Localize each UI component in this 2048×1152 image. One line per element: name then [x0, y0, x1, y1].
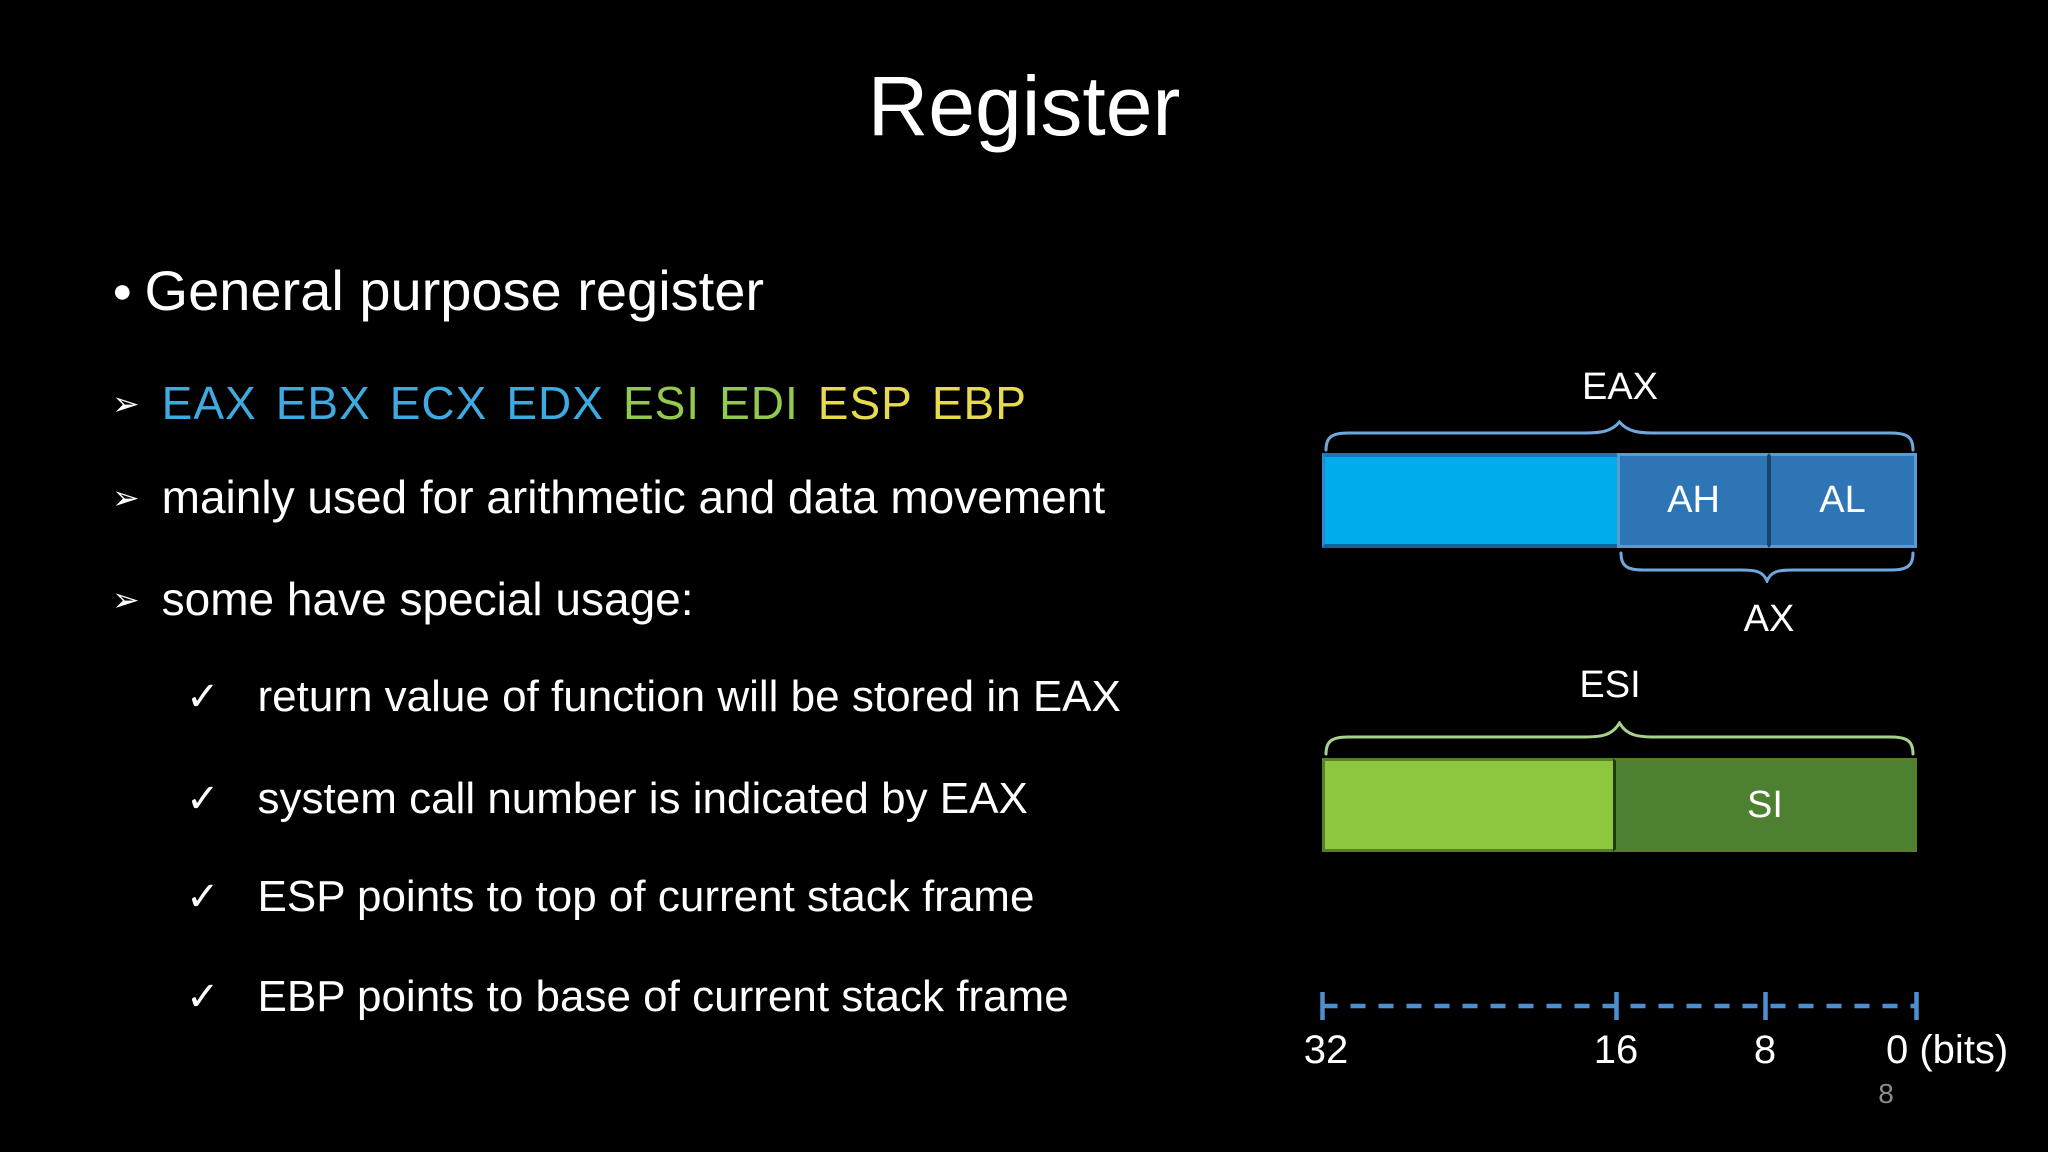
register-names-row: ➢ EAX EBX ECX EDX ESI EDI ESP EBP: [112, 376, 1027, 430]
register-name-edi: EDI: [719, 377, 799, 429]
checkmark-icon: ✓: [186, 675, 220, 719]
arrow-bullet-icon: ➢: [112, 478, 140, 516]
check-item-syscall-number: ✓ system call number is indicated by EAX: [186, 774, 1028, 824]
ax-brace-icon: [1619, 551, 1915, 583]
ah-segment: AH: [1617, 453, 1769, 548]
ah-label: AH: [1667, 479, 1720, 521]
register-name-esp: ESP: [817, 377, 913, 429]
register-name-ebx: EBX: [275, 377, 371, 429]
check-text: return value of function will be stored …: [257, 672, 1121, 721]
arrow-bullet-icon: ➢: [112, 384, 140, 422]
arrow-bullet-icon: ➢: [112, 580, 140, 618]
esi-high-word-segment: [1322, 758, 1613, 852]
esi-brace-icon: [1324, 721, 1915, 756]
checkmark-icon: ✓: [186, 975, 220, 1019]
register-name-ebp: EBP: [931, 377, 1027, 429]
check-item-esp-top: ✓ ESP points to top of current stack fra…: [186, 872, 1034, 922]
check-text: EBP points to base of current stack fram…: [257, 972, 1069, 1021]
checkmark-icon: ✓: [186, 875, 220, 919]
bullet-mainly-used: ➢ mainly used for arithmetic and data mo…: [112, 470, 1105, 524]
bullet-text: some have special usage:: [161, 573, 694, 625]
bullet-text: mainly used for arithmetic and data move…: [161, 471, 1106, 523]
check-item-return-value: ✓ return value of function will be store…: [186, 672, 1121, 722]
register-name-eax: EAX: [161, 377, 257, 429]
si-label: SI: [1747, 783, 1783, 826]
check-text: ESP points to top of current stack frame: [257, 872, 1035, 921]
eax-register-label: EAX: [1581, 366, 1659, 408]
eax-brace-icon: [1324, 420, 1915, 452]
ruler-tick-label-0-bits: 0 (bits): [1886, 1028, 2009, 1072]
bit-ruler: [1320, 992, 1919, 1020]
bullet-dot-icon: ●: [112, 271, 133, 310]
ruler-tick-label-8: 8: [1753, 1028, 1777, 1072]
register-name-ecx: ECX: [389, 377, 488, 429]
check-item-ebp-base: ✓ EBP points to base of current stack fr…: [186, 972, 1069, 1022]
eax-register-bar: AH AL: [1322, 453, 1917, 548]
register-name-esi: ESI: [622, 377, 701, 429]
bullet-special-usage: ➢ some have special usage:: [112, 572, 694, 626]
esi-register-bar: SI: [1322, 758, 1917, 852]
esi-register-label: ESI: [1579, 664, 1641, 706]
register-name-edx: EDX: [506, 377, 604, 429]
page-number: 8: [1878, 1078, 1894, 1109]
ruler-tick-label-16: 16: [1593, 1028, 1639, 1072]
slide-title: Register: [867, 59, 1181, 153]
checkmark-icon: ✓: [186, 777, 220, 821]
heading-general-purpose-register: ● General purpose register: [112, 258, 764, 323]
check-text: system call number is indicated by EAX: [257, 774, 1028, 823]
heading-text: General purpose register: [144, 259, 764, 322]
ax-register-label: AX: [1743, 598, 1795, 640]
al-segment: AL: [1769, 453, 1917, 548]
eax-high-word-segment: [1322, 453, 1617, 548]
al-label: AL: [1819, 479, 1866, 521]
ruler-tick-label-32: 32: [1303, 1028, 1349, 1072]
si-segment: SI: [1613, 758, 1917, 852]
